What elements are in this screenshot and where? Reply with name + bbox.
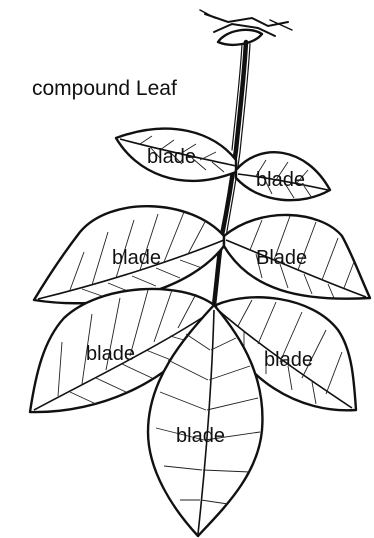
- diagram-title: compound Leaf: [32, 77, 177, 100]
- stem-bud: [200, 10, 292, 45]
- label-terminal: blade: [176, 425, 225, 447]
- label-top-left: blade: [147, 146, 196, 168]
- label-lower-left: blade: [86, 343, 135, 365]
- label-top-right: blade: [256, 169, 305, 191]
- label-middle-left: blade: [112, 247, 161, 269]
- label-middle-right: Blade: [256, 247, 307, 269]
- label-lower-right: blade: [264, 349, 313, 371]
